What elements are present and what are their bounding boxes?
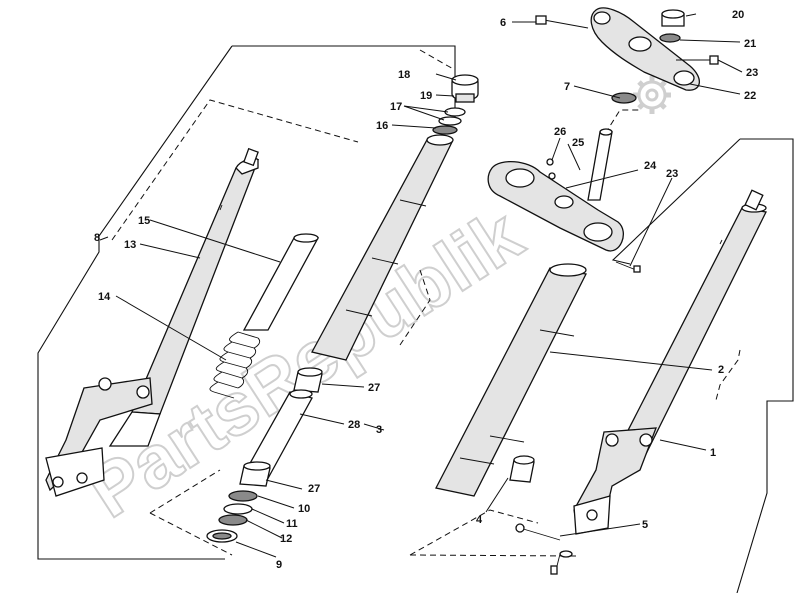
callout-8: 8 [94,232,100,244]
callout-6: 6 [500,17,506,29]
callout-9: 9 [276,559,282,571]
upper-triple-clamp [535,7,700,91]
lower-triple-clamp [487,92,641,273]
callout-16: 16 [376,120,388,132]
right-fork-slider [573,189,767,535]
callout-21: 21 [744,38,756,50]
callout-27-lower: 27 [308,483,320,495]
left-fork-stanchion [311,134,454,361]
callout-17: 17 [390,101,402,113]
right-fork-stanchion [435,263,587,497]
left-damper-tube [242,233,320,331]
callout-15: 15 [138,215,150,227]
left-fork-slider [45,147,260,497]
left-fork-spring [209,331,261,399]
spacer-bushing [509,455,535,483]
callout-27-upper: 27 [368,382,380,394]
callout-20: 20 [732,9,744,21]
callout-7: 7 [564,81,570,93]
callout-2: 2 [718,364,724,376]
callout-12: 12 [280,533,292,545]
callout-19: 19 [420,90,432,102]
callout-3: 3 [376,424,382,436]
callout-4: 4 [476,514,483,526]
callout-10: 10 [298,503,310,515]
leader-lines [99,13,743,558]
callout-18: 18 [398,69,410,81]
callout-24: 24 [644,160,657,172]
callout-1: 1 [710,447,716,459]
left-fork-bushings [239,367,323,487]
steering-stem-nut [659,9,719,65]
callout-11: 11 [286,518,298,530]
callout-labels: 1 2 3 4 5 6 7 8 9 10 11 12 13 14 15 16 1… [94,9,758,571]
gear-watermark-icon [633,76,671,114]
callout-23-lower: 23 [666,168,678,180]
callout-5: 5 [642,519,648,531]
left-fork-cap [432,74,479,135]
callout-23-top: 23 [746,67,758,79]
callout-14: 14 [98,291,111,303]
callout-13: 13 [124,239,136,251]
callout-25: 25 [572,137,584,149]
left-fork-seals [206,490,258,543]
callout-22: 22 [744,90,756,102]
callout-28: 28 [348,419,360,431]
callout-26: 26 [554,126,566,138]
axle-clamp-bolt [515,523,573,575]
